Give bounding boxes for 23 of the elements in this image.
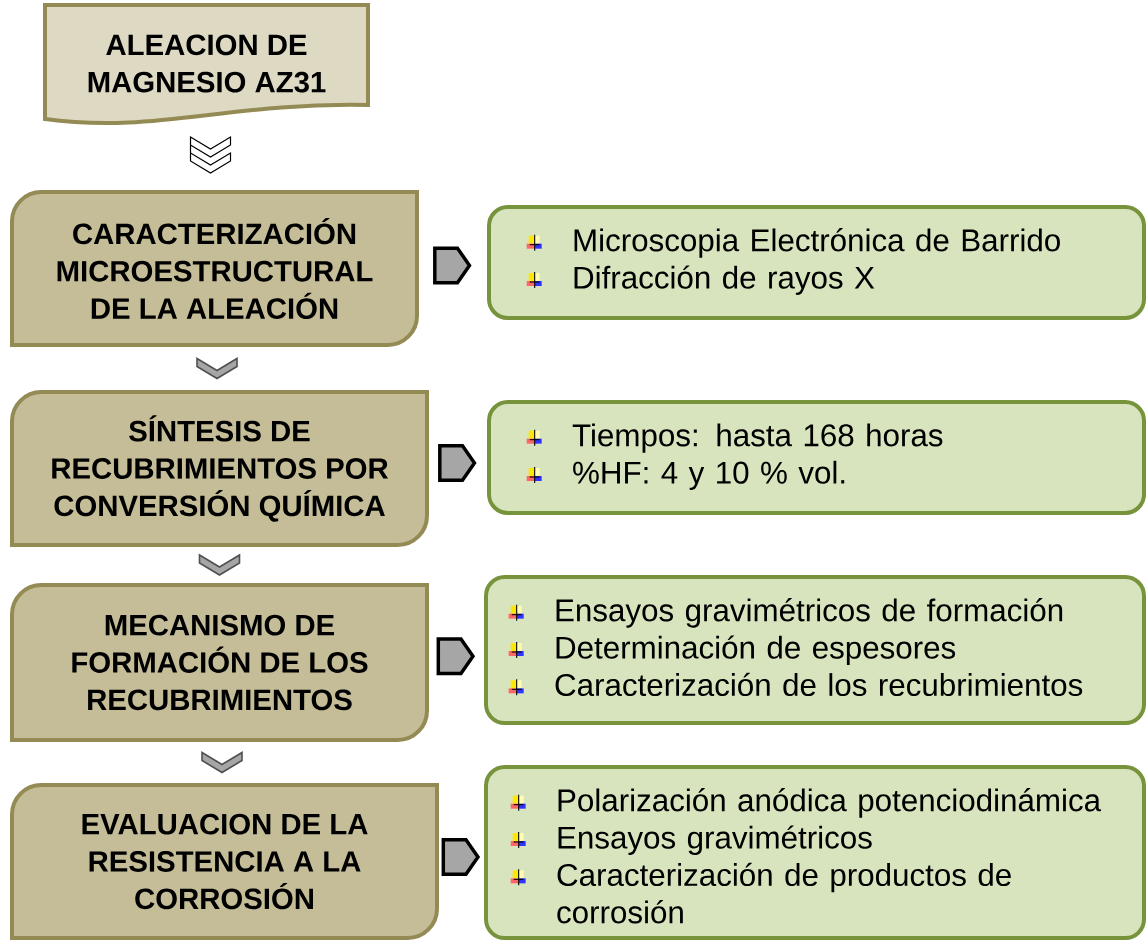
chevron-arrow — [196, 357, 238, 380]
list-item: Caracterización de los recubrimientos — [555, 672, 1083, 697]
list-item: Polarización anódica potenciodinámica — [558, 788, 1102, 818]
list-item: Microscopia Electrónica de Barrido — [574, 228, 1060, 258]
list-item: Ensayos gravimétricos de formación — [556, 598, 1063, 628]
chevron-arrow — [198, 553, 241, 576]
list-item: Tiempos: hasta 168 horas — [572, 423, 943, 453]
list-item: Caracterización de productos de corrosión — [557, 862, 1011, 924]
arrow — [436, 637, 476, 676]
list-item: Determinación de espesores — [556, 635, 956, 665]
chevron-arrow — [189, 135, 232, 174]
process-box: SÍNTESIS DE RECUBRIMIENTOS POR CONVERSIÓN QUÍMICA — [10, 390, 429, 547]
process-box: CARACTERIZACIÓN MICROESTRUCTURAL DE LA ALEACIÓN — [10, 190, 419, 347]
arrow — [433, 246, 472, 285]
document-box: ALEACION DE MAGNESIO AZ31 — [43, 3, 370, 125]
list-item: %HF: 4 y 10 % vol. — [573, 460, 845, 490]
list-item: Difracción de rayos X — [574, 265, 875, 295]
process-box: EVALUACION DE LA RESISTENCIA A LA CORROSIÓN — [10, 783, 439, 940]
list-item: Ensayos gravimétricos — [558, 825, 872, 855]
chevron-arrow — [201, 751, 243, 774]
process-box: MECANISMO DE FORMACIÓN DE LOS RECUBRIMIENTOS — [10, 583, 429, 742]
arrow — [438, 443, 477, 483]
arrow — [441, 837, 481, 877]
